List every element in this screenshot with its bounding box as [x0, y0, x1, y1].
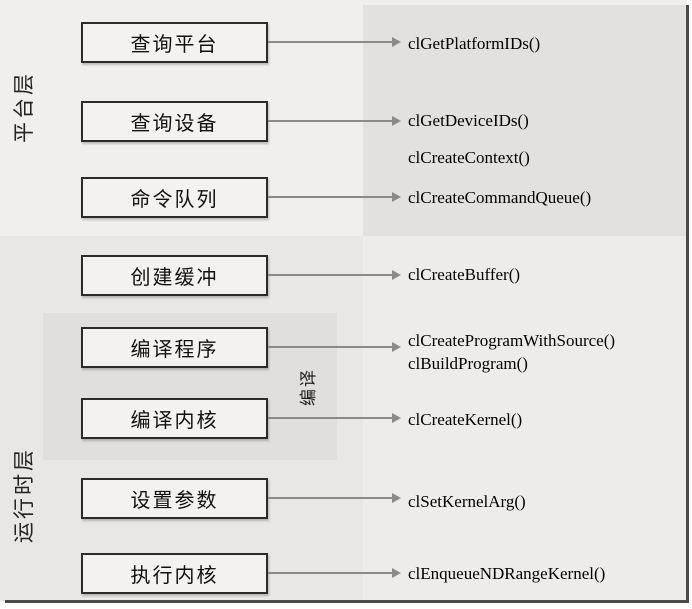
arrow-compile-program: [268, 342, 401, 352]
api-clCreateContext: clCreateContext(): [408, 148, 530, 167]
arrow-command-queue: [268, 192, 401, 202]
api-clBuildProgram: clBuildProgram(): [408, 354, 528, 373]
panel-bottom-right: [363, 236, 687, 601]
step-box-label: 查询设备: [130, 113, 219, 135]
api-clCreateBuffer: clCreateBuffer(): [408, 265, 521, 284]
platform-layer-label: 平台层: [13, 71, 36, 143]
step-box-label: 编译内核: [130, 410, 219, 432]
api-clSetKernelArg: clSetKernelArg(): [408, 492, 526, 511]
api-clCreateCommandQueue: clCreateCommandQueue(): [408, 188, 592, 207]
step-box-label: 编译程序: [130, 339, 219, 361]
frame-shadow-right: [686, 5, 689, 603]
panel-top-right: [363, 5, 687, 236]
arrow-create-buffer: [268, 270, 401, 280]
arrow-compile-kernel: [268, 413, 401, 423]
step-box-label: 查询平台: [130, 34, 219, 56]
api-clGetPlatformIDs: clGetPlatformIDs(): [408, 34, 541, 53]
step-box-command-queue: 命令队列: [81, 177, 268, 218]
step-box-execute-kernel: 执行内核: [81, 553, 268, 594]
step-box-label: 执行内核: [130, 565, 219, 587]
step-box-compile-program: 编译程序: [81, 327, 268, 368]
step-box-query-platform: 查询平台: [81, 22, 268, 63]
step-box-create-buffer: 创建缓冲: [81, 255, 268, 296]
compile-group-label: 编译: [298, 368, 318, 406]
api-clEnqueueNDRangeKernel: clEnqueueNDRangeKernel(): [408, 564, 606, 583]
arrow-query-device: [268, 116, 401, 126]
step-box-label: 创建缓冲: [130, 267, 219, 289]
step-box-label: 设置参数: [130, 490, 219, 512]
api-clCreateProgramWithSource: clCreateProgramWithSource(): [408, 331, 616, 350]
step-box-query-device: 查询设备: [81, 101, 268, 142]
arrow-set-args: [268, 493, 401, 503]
step-box-label: 命令队列: [130, 189, 219, 211]
api-clGetDeviceIDs: clGetDeviceIDs(): [408, 111, 529, 130]
runtime-layer-label: 运行时层: [13, 447, 36, 543]
arrow-query-platform: [268, 37, 401, 47]
arrow-execute-kernel: [268, 568, 401, 578]
step-box-compile-kernel: 编译内核: [81, 398, 268, 439]
step-box-set-args: 设置参数: [81, 478, 268, 519]
api-clCreateKernel: clCreateKernel(): [408, 410, 523, 429]
frame-shadow-bottom: [5, 600, 689, 603]
